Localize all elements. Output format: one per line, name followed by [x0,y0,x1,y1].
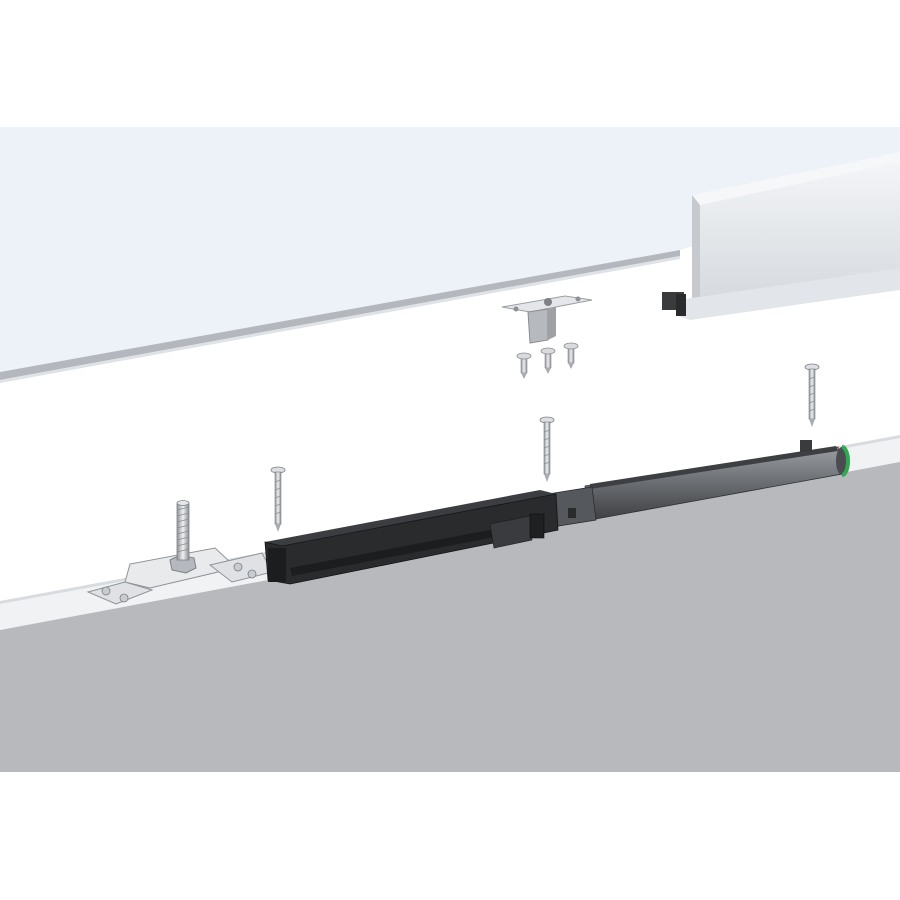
wall-ceiling-edge [0,250,680,380]
track-top-face [692,152,900,205]
door-bracket [86,500,273,605]
ceiling-bracket-hole [513,306,519,312]
damper-cylinder-end [836,447,848,475]
door-bracket-left-flange [86,581,154,605]
track-front-face [692,195,700,318]
wall-ceiling-edge-light [0,256,680,383]
damper-end-cap [268,548,286,582]
door-bracket-screw [233,562,243,572]
ceiling-bracket [501,295,593,344]
ceiling-screw [516,352,532,379]
door-bracket-screw [119,593,129,603]
door-front-face [0,462,900,772]
damper-unit [264,440,850,585]
damper-connector-slot [568,508,576,518]
door-bracket-screw [101,586,111,596]
damper-latch [529,513,545,539]
track-carriage-block-edge [676,294,686,316]
ceiling-bracket-tab-side [548,307,556,340]
damper-body-lower-rail [290,528,500,576]
overhead-track [662,152,900,320]
ceiling-surface [0,127,900,372]
damper-cylinder-top-strip [590,446,838,489]
door-screw-left [270,466,286,532]
door-bracket-screw [247,569,257,579]
bolt-threads [176,506,190,553]
damper-body-detail [489,515,533,549]
ceiling-screw [540,347,556,374]
damper-green-accent [841,445,850,477]
door-screws [270,363,820,532]
door-screw-middle [539,416,555,482]
ceiling-screws [516,342,579,379]
damper-body-top [265,490,556,546]
ceiling-bracket-center-hole [544,298,552,306]
track-lower-lip [678,268,900,320]
ceiling-screw [563,342,579,369]
ceiling-bracket-tab [527,308,549,344]
damper-end-clip [800,440,812,452]
bolt-tip [176,500,190,506]
ceiling-bracket-hole [575,296,581,302]
door-screw-right [804,363,820,427]
